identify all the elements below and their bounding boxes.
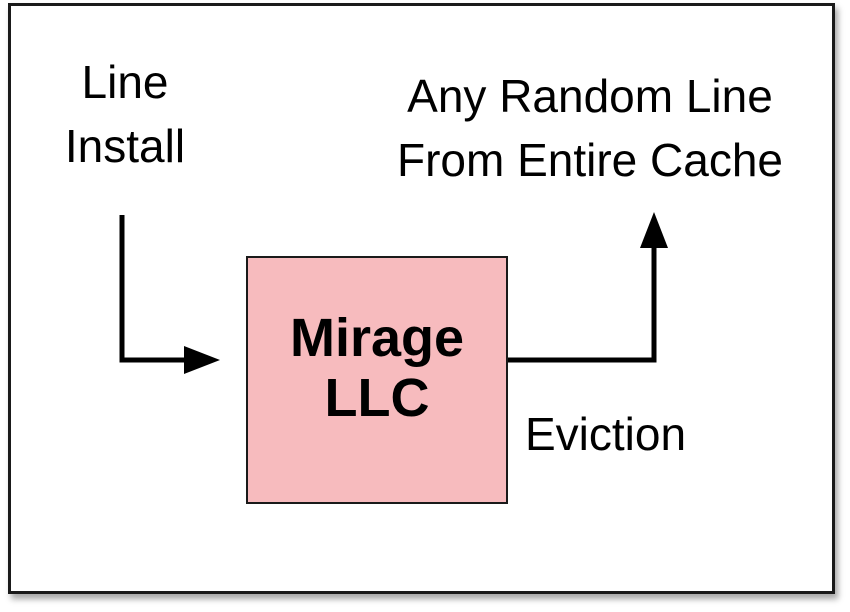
random-line-label-line-2: From Entire Cache bbox=[396, 134, 783, 186]
line-install-label-line-2: Install bbox=[64, 120, 186, 172]
mirage-llc-box: Mirage LLC bbox=[246, 256, 508, 504]
random-line-label-line-1: Any Random Line bbox=[407, 70, 773, 122]
eviction-arrow-line bbox=[508, 246, 657, 363]
eviction-arrow bbox=[508, 212, 668, 363]
mirage-llc-label-line-1: Mirage bbox=[289, 308, 465, 368]
eviction-label: Eviction bbox=[525, 408, 687, 460]
install-arrow-line bbox=[119, 215, 186, 363]
mirage-llc-label: Mirage LLC bbox=[248, 308, 506, 428]
mirage-llc-label-line-2: LLC bbox=[324, 368, 430, 428]
line-install-label: Line Install bbox=[40, 50, 210, 178]
line-install-label-line-1: Line bbox=[81, 56, 169, 108]
install-arrow bbox=[119, 215, 220, 374]
install-arrow-head bbox=[184, 346, 220, 374]
random-line-label: Any Random Line From Entire Cache bbox=[350, 64, 830, 192]
eviction-arrow-head bbox=[640, 212, 668, 248]
